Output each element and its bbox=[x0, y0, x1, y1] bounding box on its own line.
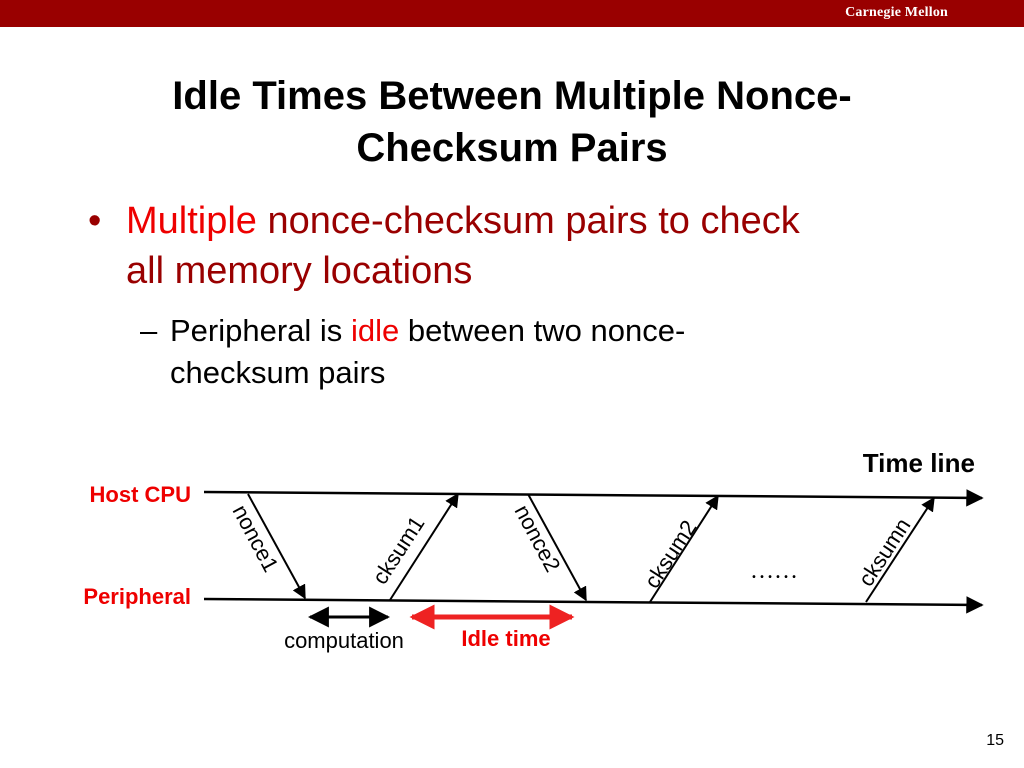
timeline-label: Time line bbox=[863, 448, 975, 478]
top-bar: Carnegie Mellon bbox=[0, 0, 1024, 27]
nonce1-arrow bbox=[247, 493, 306, 600]
idle-time-label: Idle time bbox=[461, 626, 550, 651]
bullet-dash: – bbox=[140, 313, 158, 348]
nonce2-arrow bbox=[527, 493, 587, 602]
bullet-2-text-b: between two nonce- bbox=[407, 313, 686, 348]
title-line-2: Checksum Pairs bbox=[356, 126, 668, 170]
bullet-list: • Multiple nonce-checksum pairs to check… bbox=[88, 196, 968, 394]
peripheral-label: Peripheral bbox=[83, 584, 191, 609]
bullet-2: – Peripheral is idle between two nonce- … bbox=[88, 310, 968, 394]
timeline-diagram: Time line Host CPU Peripheral nonce1 cks… bbox=[83, 448, 984, 653]
bullet-2-highlight: idle bbox=[350, 313, 400, 348]
nonce1-label: nonce1 bbox=[228, 501, 284, 576]
bullet-2-text-a: Peripheral is bbox=[170, 313, 343, 348]
cksumn-arrow bbox=[865, 496, 935, 603]
title-line-1: Idle Times Between Multiple Nonce- bbox=[172, 74, 852, 118]
brand-logo-text: Carnegie Mellon bbox=[845, 5, 948, 20]
peripheral-timeline-arrow bbox=[203, 596, 984, 614]
nonce2-label: nonce2 bbox=[510, 501, 566, 576]
bullet-1-text-a: nonce-checksum pairs to check bbox=[267, 200, 800, 242]
bullet-dot-icon: • bbox=[88, 200, 102, 242]
cksum1-label: cksum1 bbox=[367, 512, 429, 589]
bullet-1-highlight: Multiple bbox=[126, 200, 257, 242]
cksum2-arrow bbox=[649, 494, 719, 603]
bullet-1: • Multiple nonce-checksum pairs to check… bbox=[88, 196, 968, 296]
slide-number: 15 bbox=[986, 732, 1004, 749]
host-cpu-label: Host CPU bbox=[90, 482, 191, 507]
computation-label: computation bbox=[284, 628, 404, 653]
bullet-2-text-c: checksum pairs bbox=[170, 355, 386, 390]
ellipsis-label: …… bbox=[750, 558, 798, 584]
host-timeline-arrow bbox=[203, 489, 984, 507]
cksum1-arrow bbox=[389, 492, 459, 601]
cksum2-label: cksum2 bbox=[639, 516, 701, 593]
cksumn-label: cksumn bbox=[853, 514, 915, 591]
slide-title: Idle Times Between Multiple Nonce- Check… bbox=[60, 70, 964, 174]
bullet-1-text-b: all memory locations bbox=[126, 250, 473, 292]
